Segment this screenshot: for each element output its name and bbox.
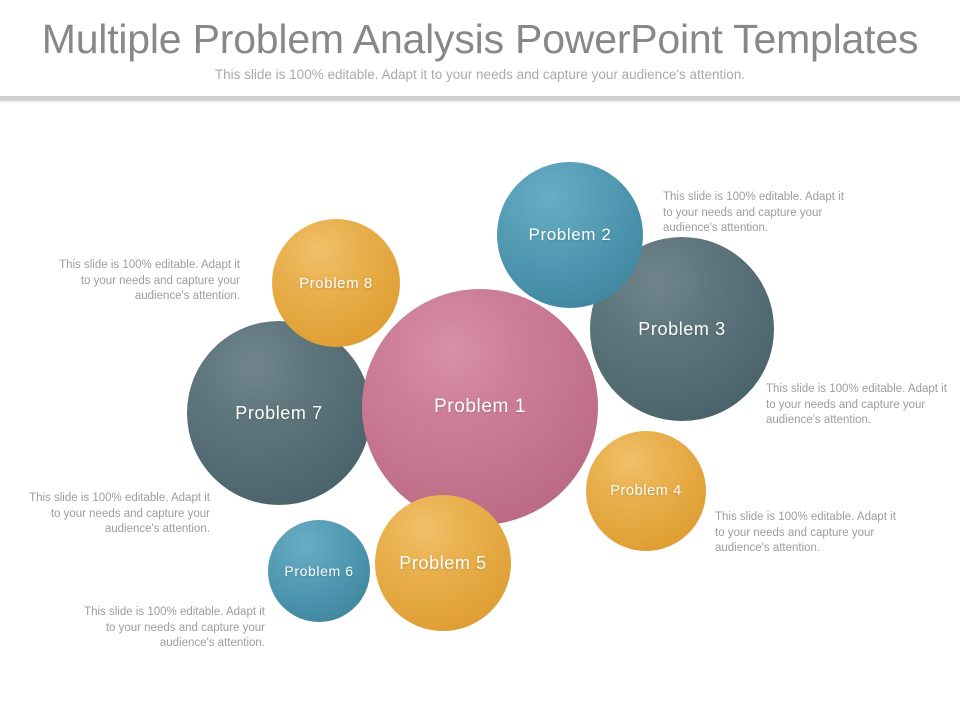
bubble-problem-4[interactable]: Problem 4 bbox=[586, 431, 706, 551]
bubble-label-problem-1: Problem 1 bbox=[434, 396, 526, 417]
header-divider-shadow bbox=[0, 101, 960, 103]
annotation-note-problem-6: This slide is 100% editable. Adapt it to… bbox=[84, 606, 265, 649]
bubble-problem-7[interactable]: Problem 7 bbox=[187, 321, 371, 505]
bubble-diagram: Problem 7 Problem 8 Problem 2 Problem 3 … bbox=[0, 105, 960, 720]
annotation-note-problem-3: This slide is 100% editable. Adapt it to… bbox=[766, 383, 947, 426]
page-title: Multiple Problem Analysis PowerPoint Tem… bbox=[41, 16, 919, 62]
bubble-problem-1[interactable]: Problem 1 bbox=[362, 289, 598, 525]
bubble-label-problem-5: Problem 5 bbox=[399, 552, 487, 573]
bubble-label-problem-6: Problem 6 bbox=[284, 563, 354, 579]
bubble-label-problem-7: Problem 7 bbox=[235, 402, 323, 423]
bubble-label-problem-4: Problem 4 bbox=[610, 483, 682, 499]
annotation-note-problem-7: This slide is 100% editable. Adapt it to… bbox=[29, 492, 210, 535]
header-divider bbox=[0, 96, 960, 101]
bubble-problem-8[interactable]: Problem 8 bbox=[272, 219, 400, 347]
bubble-label-problem-8: Problem 8 bbox=[299, 274, 373, 292]
bubble-label-problem-2: Problem 2 bbox=[528, 225, 612, 244]
bubble-problem-2[interactable]: Problem 2 bbox=[497, 162, 643, 308]
page-subtitle: This slide is 100% editable. Adapt it to… bbox=[214, 67, 746, 82]
bubble-problem-5[interactable]: Problem 5 bbox=[375, 495, 511, 631]
annotation-note-problem-2: This slide is 100% editable. Adapt it to… bbox=[663, 191, 844, 234]
bubble-problem-6[interactable]: Problem 6 bbox=[268, 520, 370, 622]
slide-header: Multiple Problem Analysis PowerPoint Tem… bbox=[0, 0, 960, 96]
annotation-note-problem-8: This slide is 100% editable. Adapt it to… bbox=[59, 259, 240, 302]
bubble-label-problem-3: Problem 3 bbox=[638, 318, 726, 339]
annotation-note-problem-4: This slide is 100% editable. Adapt it to… bbox=[715, 511, 896, 554]
